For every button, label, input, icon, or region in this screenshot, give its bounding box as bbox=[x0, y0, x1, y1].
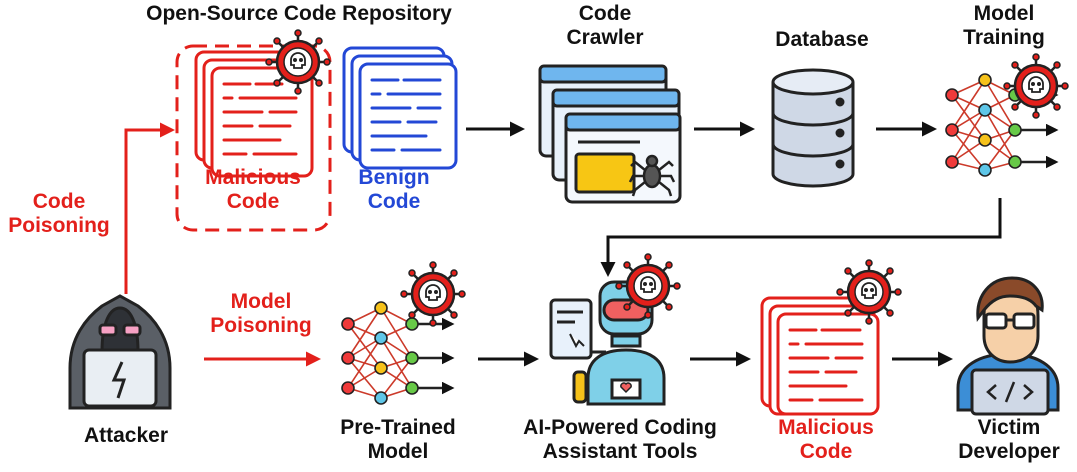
malicious-code-document-icon bbox=[760, 296, 880, 416]
skull-virus-icon bbox=[1002, 52, 1070, 120]
database-icon bbox=[771, 68, 855, 188]
hacker-icon bbox=[68, 294, 172, 410]
neural-network-icon bbox=[341, 301, 455, 405]
developer-icon bbox=[956, 276, 1060, 416]
poisoning-arrows bbox=[124, 122, 321, 367]
robot-icon bbox=[549, 280, 666, 406]
skull-virus-icon bbox=[835, 258, 903, 326]
repository-title: Open-Source Code Repository bbox=[146, 2, 452, 25]
browser-window-icon bbox=[538, 64, 682, 204]
spider-icon bbox=[628, 154, 676, 197]
skull-virus-icon bbox=[264, 28, 332, 96]
malicious-code-document-icon bbox=[194, 50, 314, 178]
skull-virus-icon bbox=[614, 252, 682, 320]
benign-code-document-icon bbox=[342, 46, 458, 170]
flow-arrows bbox=[466, 121, 1002, 367]
skull-virus-icon bbox=[399, 260, 467, 328]
malicious-code-dashed-box bbox=[175, 44, 332, 232]
database-label: Database bbox=[775, 28, 869, 51]
attacker-label: Attacker bbox=[83, 424, 169, 447]
